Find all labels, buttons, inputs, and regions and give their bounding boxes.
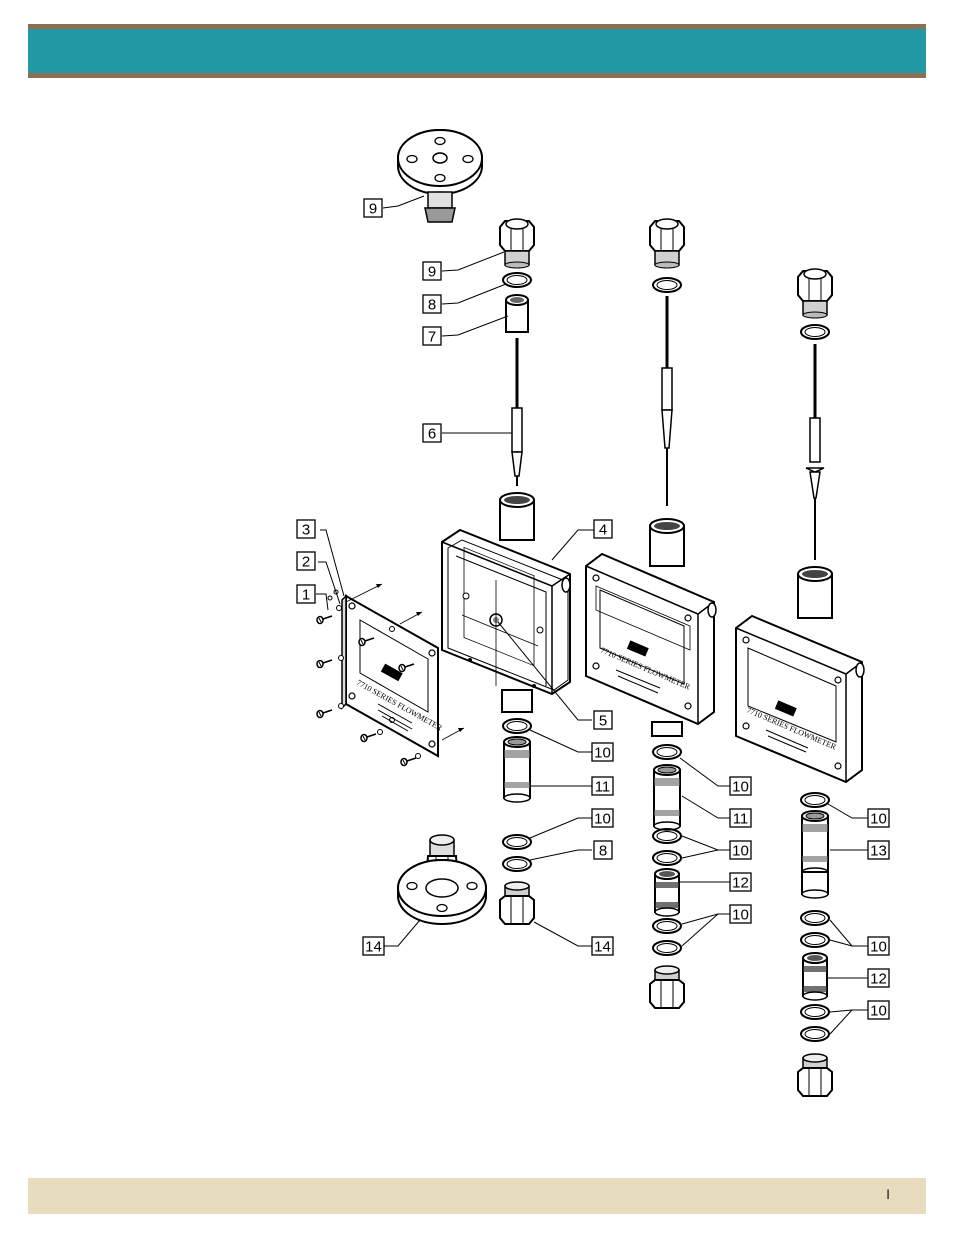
callout-c-11-a: 11 — [592, 777, 613, 796]
callout-number: 12 — [870, 971, 887, 988]
callout-c-8-bot: 8 — [594, 841, 612, 860]
callout-number: 3 — [302, 522, 310, 539]
callout-c-9: 9 — [423, 262, 441, 281]
column-1-stack — [442, 219, 570, 924]
callout-number: 10 — [870, 939, 887, 956]
callout-number: 14 — [594, 939, 611, 956]
callout-c-8-top: 8 — [423, 295, 441, 314]
callout-number: 4 — [599, 522, 607, 539]
callout-c-10-e: 10 — [730, 905, 751, 924]
callout-number: 9 — [369, 201, 377, 218]
column-3-stack: 7710 SERIES FLOWMETER — [736, 269, 864, 1096]
callout-number: 9 — [428, 264, 436, 281]
callout-c-10-b: 10 — [592, 809, 613, 828]
callout-number: 2 — [302, 554, 310, 571]
callout-number: 8 — [428, 297, 436, 314]
footer-bar: I — [28, 1178, 926, 1214]
callout-number: 10 — [732, 843, 749, 860]
callout-c-4: 4 — [594, 520, 612, 539]
flange-bottom — [398, 835, 486, 924]
callout-number: 1 — [302, 587, 310, 604]
callout-number: 10 — [594, 811, 611, 828]
callout-c-12-b: 12 — [868, 969, 889, 988]
callout-number: 12 — [732, 875, 749, 892]
callout-c-10-g: 10 — [868, 937, 889, 956]
callout-c-6: 6 — [423, 424, 441, 443]
callout-c-13: 13 — [868, 841, 889, 860]
callout-c-10-f: 10 — [868, 809, 889, 828]
callout-number: 10 — [594, 745, 611, 762]
faceplate: 7710 SERIES FLOWMETER — [342, 596, 444, 756]
callout-c-10-d: 10 — [730, 841, 751, 860]
callout-c-10-a: 10 — [592, 743, 613, 762]
callout-number: 11 — [595, 779, 611, 796]
callout-number: 13 — [870, 843, 887, 860]
flange-top — [398, 130, 482, 222]
callout-c-12-a: 12 — [730, 873, 751, 892]
callout-number: 10 — [732, 907, 749, 924]
callout-number: 10 — [870, 1003, 887, 1020]
column-2-stack: 7710 SERIES FLOWMETER — [586, 219, 716, 1008]
callout-c-14-right: 14 — [592, 937, 613, 956]
callout-c-5: 5 — [594, 711, 612, 730]
callout-number: 5 — [599, 713, 607, 730]
callout-c-1: 1 — [297, 585, 315, 604]
callout-c-7: 7 — [423, 327, 441, 346]
callout-c-3: 3 — [297, 520, 315, 539]
callout-number: 10 — [732, 779, 749, 796]
callout-number: 8 — [599, 843, 607, 860]
callout-number: 10 — [870, 811, 887, 828]
callout-c-14-left: 14 — [363, 937, 384, 956]
page-marker: I — [886, 1186, 890, 1202]
callout-c-10-h: 10 — [868, 1001, 889, 1020]
callout-number: 14 — [365, 939, 382, 956]
callout-c-10-c: 10 — [730, 777, 751, 796]
callout-c-11-b: 11 — [730, 809, 751, 828]
callout-number: 7 — [428, 329, 436, 346]
callout-c-2: 2 — [297, 552, 315, 571]
callout-number: 6 — [428, 426, 436, 443]
callout-number: 11 — [733, 811, 749, 828]
callout-c-9-top: 9 — [364, 199, 382, 218]
